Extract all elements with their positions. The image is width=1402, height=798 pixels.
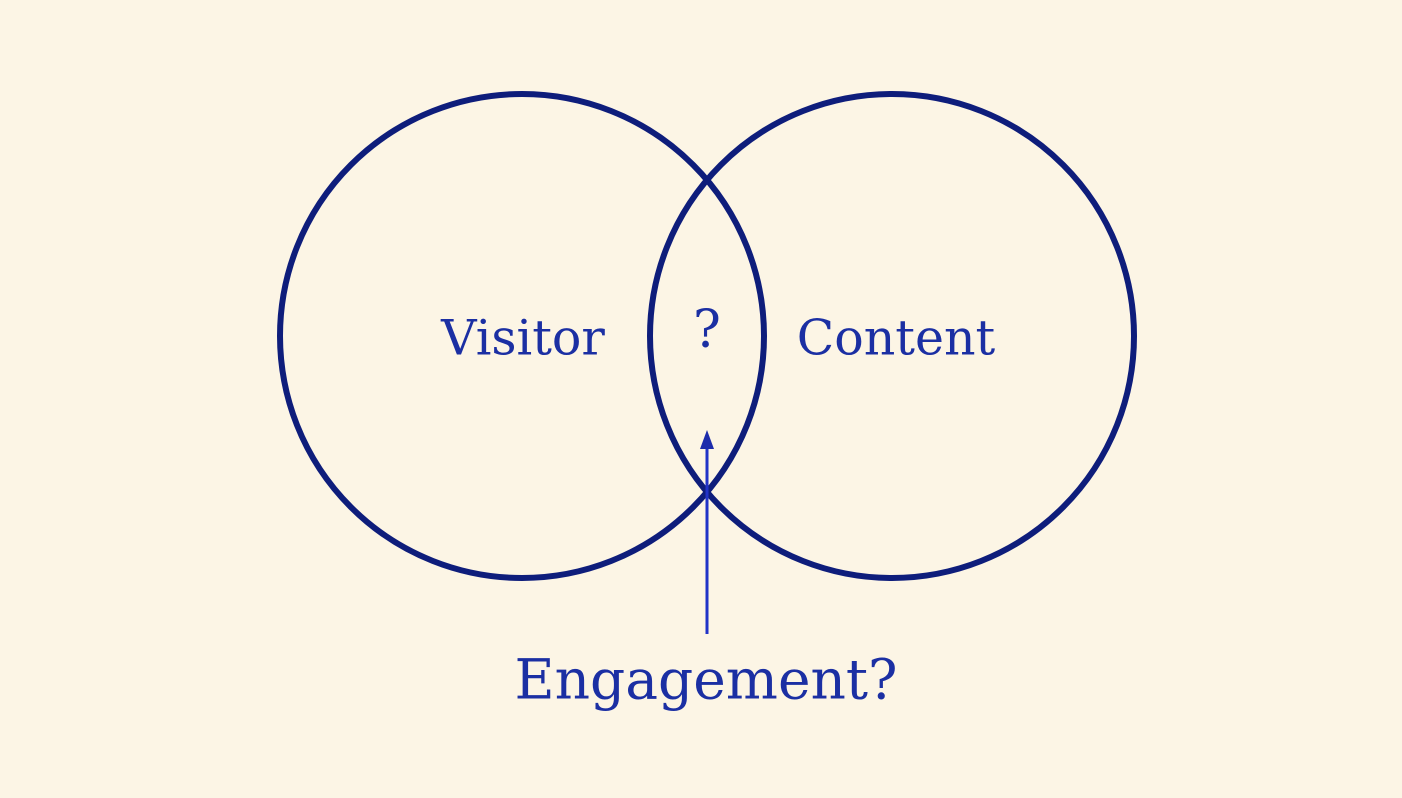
right-circle-label: Content bbox=[796, 309, 996, 367]
overlap-question-mark-label: ? bbox=[693, 300, 721, 360]
engagement-annotation-label: Engagement? bbox=[514, 647, 898, 712]
left-circle-label: Visitor bbox=[441, 309, 605, 367]
right-circle bbox=[647, 91, 1137, 581]
left-circle bbox=[277, 91, 767, 581]
annotation-arrowhead-icon bbox=[700, 430, 714, 449]
